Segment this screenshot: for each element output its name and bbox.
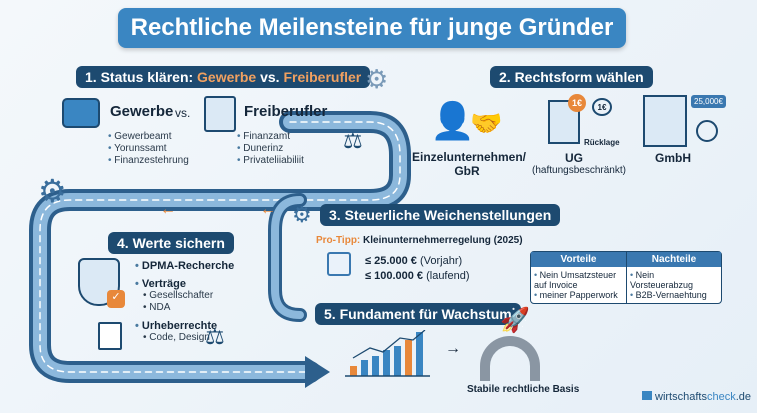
gmbh-capital-badge: 25,000€ bbox=[691, 95, 726, 108]
list-item: Finanzestehrung bbox=[108, 155, 189, 167]
notebook-pen-icon bbox=[204, 96, 236, 132]
list-item: Nein Vorsteuerabzug bbox=[630, 270, 718, 290]
gear-icon: ⚙ bbox=[365, 64, 389, 94]
arrow-icon: → bbox=[445, 340, 461, 357]
arch-icon bbox=[480, 336, 540, 381]
gewerbe-list: Gewerbeamt Yorunssamt Finanzestehrung bbox=[108, 131, 189, 167]
pros-cons-table: Vorteile Nachteile Nein Umsatzsteuer auf… bbox=[530, 251, 722, 304]
gear-icon: ⚙ bbox=[38, 173, 67, 209]
ruecklage-label: Rücklage bbox=[584, 138, 620, 147]
scales-icon: ⚖ bbox=[343, 128, 363, 153]
handshake-icon: 🤝 bbox=[470, 108, 503, 138]
scales-icon: ⚖ bbox=[205, 324, 225, 349]
rocket-icon: 🚀 bbox=[500, 307, 530, 334]
ug-bubble: 1€ bbox=[592, 98, 612, 116]
brand-logo: wirtschaftscheck.de bbox=[642, 391, 751, 403]
gmbh-label: GmbH bbox=[655, 151, 691, 165]
list-item: Yorunssamt bbox=[108, 143, 189, 155]
einzelunternehmen-label: Einzelunternehmen/GbR bbox=[412, 150, 527, 178]
list-item: Dunerinz bbox=[237, 143, 304, 155]
column-header: Nachteile bbox=[626, 252, 721, 267]
ug-sublabel: (haftungsbeschränkt) bbox=[532, 165, 626, 176]
vs-text: vs. bbox=[175, 106, 191, 120]
section-1-label: 1. Status klären: Gewerbe vs. Freiberufl… bbox=[76, 66, 371, 88]
gear-icon: ⚙ bbox=[292, 202, 312, 227]
ug-coin-badge: 1€ bbox=[568, 94, 586, 112]
road-arrow-left: ← bbox=[260, 201, 276, 218]
ug-label: UG bbox=[565, 151, 583, 165]
group-icon bbox=[696, 120, 718, 142]
list-item: Privateliiabiliit bbox=[237, 155, 304, 167]
road-arrowhead bbox=[305, 356, 330, 388]
freiberufler-heading: Freiberufler bbox=[244, 103, 328, 120]
basis-caption: Stabile rechtliche Basis bbox=[467, 384, 580, 395]
list-item: Finanzamt bbox=[237, 131, 304, 143]
growth-chart-icon bbox=[345, 330, 430, 377]
section-3-label: 3. Steuerliche Weichenstellungen bbox=[320, 204, 561, 226]
list-item: B2B-Vernaehtung bbox=[630, 290, 718, 300]
gmbh-building-icon bbox=[643, 95, 687, 147]
gewerbe-heading: Gewerbe bbox=[110, 103, 174, 120]
thresholds: ≤ 25.000 € (Vorjahr) ≤ 100.000 € (laufen… bbox=[365, 255, 470, 282]
column-header: Vorteile bbox=[531, 252, 626, 267]
freiberufler-list: Finanzamt Dunerinz Privateliiabiliit bbox=[237, 131, 304, 167]
document-icon bbox=[98, 322, 122, 350]
section-4-label: 4. Werte sichern bbox=[108, 232, 234, 254]
werte-list: • DPMA-Recherche • Verträge • Gesellscha… bbox=[135, 260, 235, 343]
list-item: Gewerbeamt bbox=[108, 131, 189, 143]
briefcase-icon bbox=[62, 98, 100, 128]
check-icon: ✓ bbox=[107, 290, 125, 308]
ug-building-icon bbox=[548, 100, 580, 144]
section-2-label: 2. Rechtsform wählen bbox=[490, 66, 653, 88]
list-item: Nein Umsatzsteuer auf Invoice bbox=[534, 270, 623, 290]
list-item: meiner Papperwork bbox=[534, 290, 623, 300]
person-icon: 👤 bbox=[430, 100, 475, 141]
road-arrow-left: ← bbox=[160, 201, 176, 218]
section-5-label: 5. Fundament für Wachstum bbox=[315, 303, 521, 325]
page-title: Rechtliche Meilensteine für junge Gründe… bbox=[118, 8, 626, 48]
pro-tip: Pro-Tipp: Kleinunternehmerregelung (2025… bbox=[316, 235, 523, 246]
calendar-icon bbox=[327, 252, 351, 276]
